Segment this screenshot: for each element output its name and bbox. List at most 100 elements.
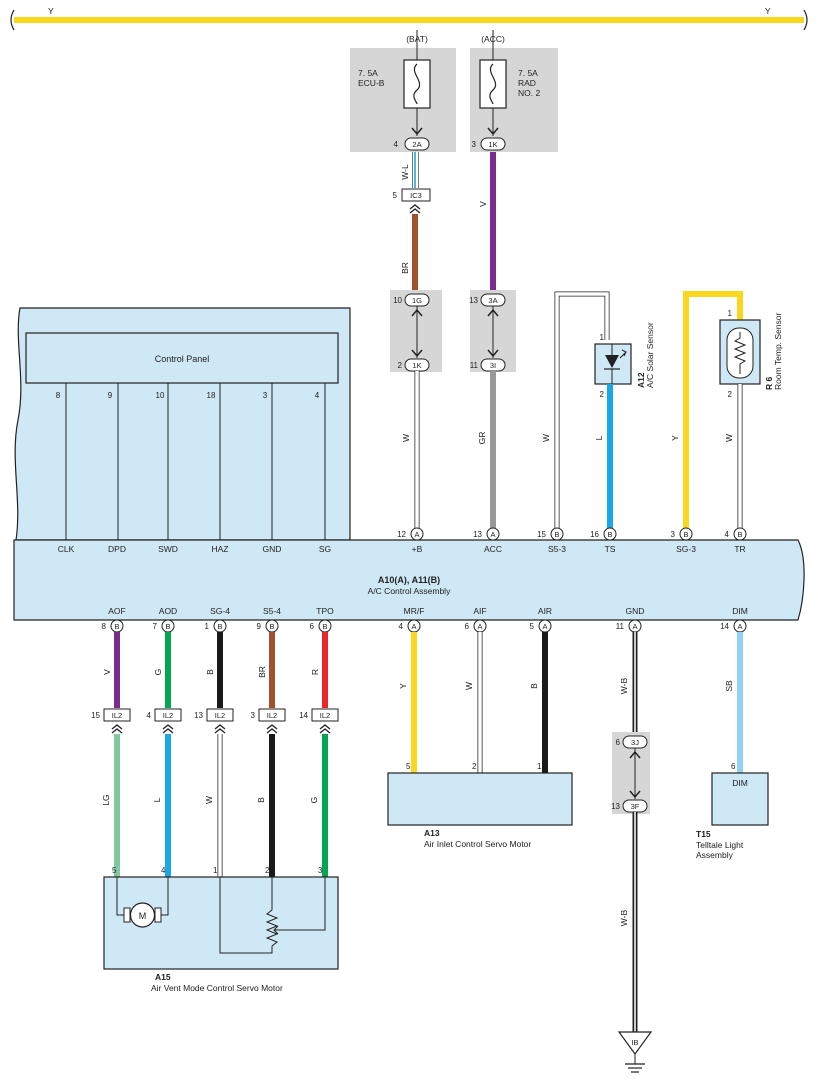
svg-text:B: B [683, 530, 688, 539]
wire-gr-label: GR [477, 432, 487, 445]
wire-s54-label: BR [257, 666, 267, 678]
term-clk: CLK [58, 544, 75, 554]
bus-label-left: Y [48, 6, 54, 16]
svg-text:SG-4: SG-4 [210, 606, 230, 616]
ac-bottom-terminals: AOF B 8 AOD B 7 SG-4 B 1 S5-4 B 9 TPO B … [102, 606, 748, 633]
room-name: Room Temp. Sensor [773, 313, 783, 390]
fuse-icon [413, 63, 421, 105]
conn-il2-5: IL2 14 [299, 708, 339, 734]
wire-v-upper-label: V [478, 201, 488, 207]
svg-text:IL2: IL2 [163, 711, 173, 720]
conn-1g-label: 1G [412, 296, 422, 305]
svg-text:TPO: TPO [316, 606, 334, 616]
conn-ic3: IC3 5 [393, 188, 431, 214]
svg-text:MR/F: MR/F [404, 606, 425, 616]
term-ts: B 16 TS [590, 527, 617, 554]
ac-top-terminals: CLK DPD SWD HAZ GND SG A 12 +B A 13 ACC … [58, 527, 747, 554]
wire-aod-label: G [153, 669, 163, 676]
wire-wl: W-L [400, 152, 419, 188]
thermistor-icon [733, 332, 747, 374]
svg-text:B: B [269, 622, 274, 631]
solar-sensor: 1 2 A12 A/C Solar Sensor [594, 322, 655, 399]
cp-pin-6: 4 [315, 391, 320, 400]
wire-s53: W [541, 291, 610, 530]
wire-tpo-label: R [310, 669, 320, 675]
svg-text:DIM: DIM [732, 606, 748, 616]
t15-name-2: Assembly [696, 850, 734, 860]
conn-ic3-label: IC3 [410, 191, 422, 200]
svg-text:13: 13 [473, 530, 482, 539]
term-haz: HAZ [212, 544, 229, 554]
conn-3f-pin: 13 [611, 802, 620, 811]
svg-text:14: 14 [299, 711, 308, 720]
cp-pin-3: 10 [156, 391, 165, 400]
svg-text:8: 8 [102, 622, 107, 631]
fuse-acc-name-2: NO. 2 [518, 88, 540, 98]
t15-term: DIM [732, 778, 748, 788]
term-acc: A 13 ACC [473, 527, 502, 554]
conn-il2-3: IL2 13 [194, 708, 234, 734]
svg-text:13: 13 [194, 711, 203, 720]
term-gnd: GND [263, 544, 282, 554]
wire-y-sg3 [683, 291, 743, 530]
wire-wl-label: W-L [400, 164, 410, 180]
svg-text:B: B [554, 530, 559, 539]
term-dim: DIM A 14 [720, 606, 748, 633]
a13-code: A13 [424, 828, 440, 838]
svg-text:AIR: AIR [538, 606, 552, 616]
conn-1k-junction-pin: 2 [398, 361, 403, 370]
conn-1k-label: 1K [488, 140, 497, 149]
bus-label-right: Y [765, 6, 771, 16]
term-swd: SWD [158, 544, 178, 554]
control-panel-title: Control Panel [155, 354, 210, 364]
a13-pin-3: 1 [537, 762, 542, 771]
svg-text:IL2: IL2 [112, 711, 122, 720]
photodiode-icon [605, 355, 619, 368]
svg-text:A: A [477, 622, 482, 631]
svg-text:4: 4 [399, 622, 404, 631]
fuse-bat: (BAT) 7. 5A ECU-B 2A 4 [350, 30, 456, 152]
wire-b-label: B [256, 797, 266, 803]
svg-text:6: 6 [310, 622, 315, 631]
wire-lg-label: LG [101, 794, 111, 805]
room-temp-sensor: 1 2 R 6 Room Temp. Sensor [719, 309, 783, 399]
svg-text:TR: TR [734, 544, 745, 554]
term-air: AIR A 5 [530, 606, 552, 633]
term-s54: S5-4 B 9 [257, 606, 281, 633]
wire-dim-label: SB [724, 680, 734, 692]
wire-w-lower-label: W [204, 796, 214, 804]
wire-l-label: L [152, 797, 162, 802]
conn-il2-row: IL2 15 IL2 4 IL2 13 IL2 3 IL2 14 [91, 708, 339, 734]
conn-1k-junction-label: 1K [412, 361, 421, 370]
conn-2a-pin: 4 [394, 140, 399, 149]
svg-text:4: 4 [725, 530, 730, 539]
wire-w-upper-label: W [401, 434, 411, 442]
term-sg3: B 3 SG-3 [671, 527, 696, 554]
top-bus: Y Y [10, 6, 808, 31]
term-mrf: MR/F A 4 [399, 606, 425, 633]
svg-text:B: B [737, 530, 742, 539]
fuse-acc-rating: 7. 5A [518, 68, 538, 78]
a15-pin-4: 2 [265, 866, 270, 875]
a13-name: Air Inlet Control Servo Motor [424, 839, 531, 849]
svg-text:14: 14 [720, 622, 729, 631]
svg-text:15: 15 [91, 711, 100, 720]
ac-control-subtitle: A/C Control Assembly [368, 586, 451, 596]
control-panel-housing: Control Panel [14, 307, 351, 541]
wire-s53-label: W [541, 434, 551, 442]
term-aod: AOD B 7 [153, 606, 177, 633]
term-sg: SG [319, 544, 331, 554]
wire-br-upper-label: BR [400, 262, 410, 274]
a15-pin-5: 3 [318, 866, 323, 875]
fuse-acc: (ACC) 7. 5A RAD NO. 2 1K 3 [470, 30, 558, 152]
svg-text:S5-3: S5-3 [548, 544, 566, 554]
svg-text:5: 5 [530, 622, 535, 631]
cp-pin-2: 9 [108, 391, 113, 400]
conn-2a-label: 2A [412, 140, 421, 149]
t15-telltale-light: 6 DIM T15 Telltale Light Assembly [696, 762, 769, 860]
conn-il2-4: IL2 3 [251, 708, 286, 734]
term-plusb: A 12 +B [397, 527, 424, 554]
conn-3j-label: 3J [631, 738, 639, 747]
conn-3f-label: 3F [631, 802, 640, 811]
a15-pin-2: 4 [161, 866, 166, 875]
